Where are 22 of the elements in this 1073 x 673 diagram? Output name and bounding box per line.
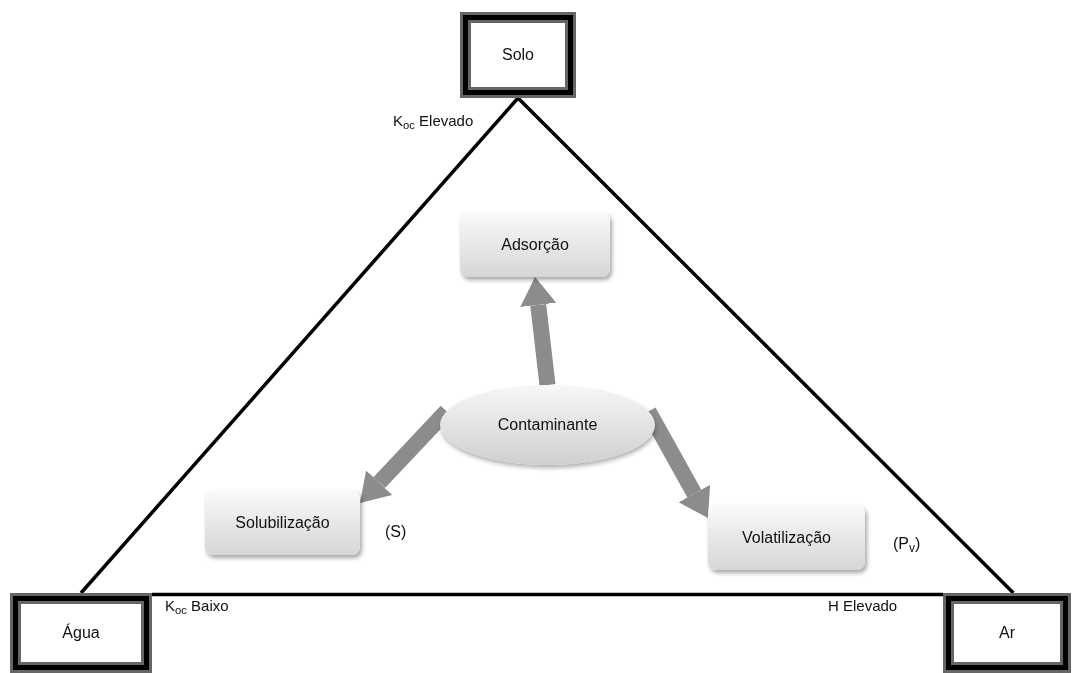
parameter-label: K$_{oc}$ Baixo xyxy=(165,596,229,618)
process-box xyxy=(460,212,610,277)
compartment-box xyxy=(10,593,152,673)
compartment-box xyxy=(943,593,1071,673)
parameter-label: K$_{oc}$ Elevado xyxy=(393,111,474,133)
parameter-label: H Elevado xyxy=(828,596,898,616)
node-label: Ar xyxy=(999,623,1015,643)
process-box xyxy=(205,490,360,555)
block-arrow xyxy=(520,277,557,386)
node-label: Adsorção xyxy=(501,234,569,255)
compartment-box xyxy=(460,12,576,98)
triangle-side-line xyxy=(79,96,520,595)
triangle-side-line xyxy=(516,96,1015,595)
node-label: Água xyxy=(62,622,100,643)
triangle-side-line xyxy=(152,592,943,597)
node-label: Solubilização xyxy=(235,512,330,533)
node-label: Solo xyxy=(502,45,534,65)
node-label: Volatilização xyxy=(742,527,831,548)
process-box xyxy=(708,505,865,570)
node-label: Contaminante xyxy=(497,415,598,435)
node-annotation: (P$_{v}$) xyxy=(893,534,921,556)
node-annotation: (S) xyxy=(385,522,407,542)
